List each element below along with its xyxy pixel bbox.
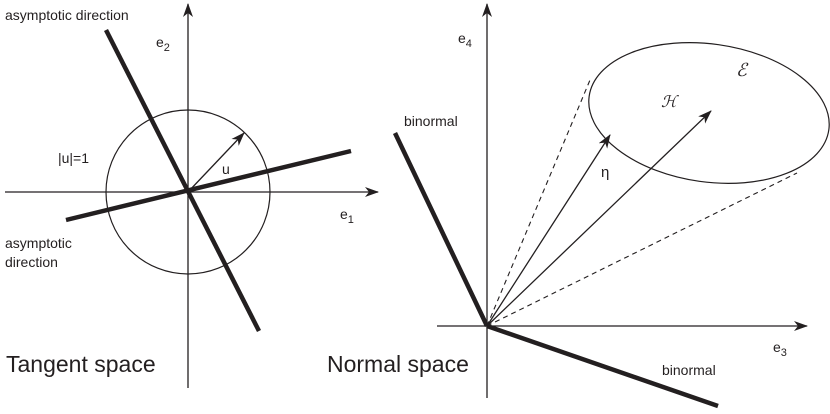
tangent-dashed-upper xyxy=(486,79,591,327)
e3-axis-label: e3 xyxy=(773,339,787,359)
vector-u-label: u xyxy=(222,161,230,177)
curvature-ellipse xyxy=(588,42,830,184)
asymptotic-direction-lower-label-1: asymptotic xyxy=(5,235,72,251)
unit-circle-label: |u|=1 xyxy=(58,150,89,166)
normal-vector-eta xyxy=(486,134,611,327)
asymptotic-direction-lower-label-2: direction xyxy=(5,254,58,270)
binormal-line-upper xyxy=(392,132,490,327)
tangent-space-panel: asymptotic direction asymptotic directio… xyxy=(5,3,379,388)
binormal-upper-label: binormal xyxy=(404,113,458,129)
e2-axis-label: e2 xyxy=(156,34,170,54)
mean-curvature-vector xyxy=(486,110,712,327)
vector-u xyxy=(187,132,245,193)
tangent-space-title: Tangent space xyxy=(6,351,156,377)
unit-circle xyxy=(105,109,271,275)
asymptotic-line-steep xyxy=(103,28,262,333)
eta-label: η xyxy=(601,164,609,181)
tangent-dashed-lower xyxy=(486,172,798,327)
e1-axis-label: e1 xyxy=(340,206,354,226)
mean-curvature-label: ℋ xyxy=(661,94,679,111)
normal-space-panel: binormal binormal ℰ ℋ η e4 e3 Normal spa… xyxy=(327,3,830,409)
ellipse-label: ℰ xyxy=(736,60,749,80)
asymptotic-line-shallow xyxy=(65,148,352,223)
normal-space-title: Normal space xyxy=(327,351,469,377)
e4-axis-label: e4 xyxy=(458,30,472,50)
asymptotic-direction-upper-label: asymptotic direction xyxy=(5,7,129,23)
binormal-line-lower xyxy=(486,323,719,409)
binormal-lower-label: binormal xyxy=(662,362,716,378)
